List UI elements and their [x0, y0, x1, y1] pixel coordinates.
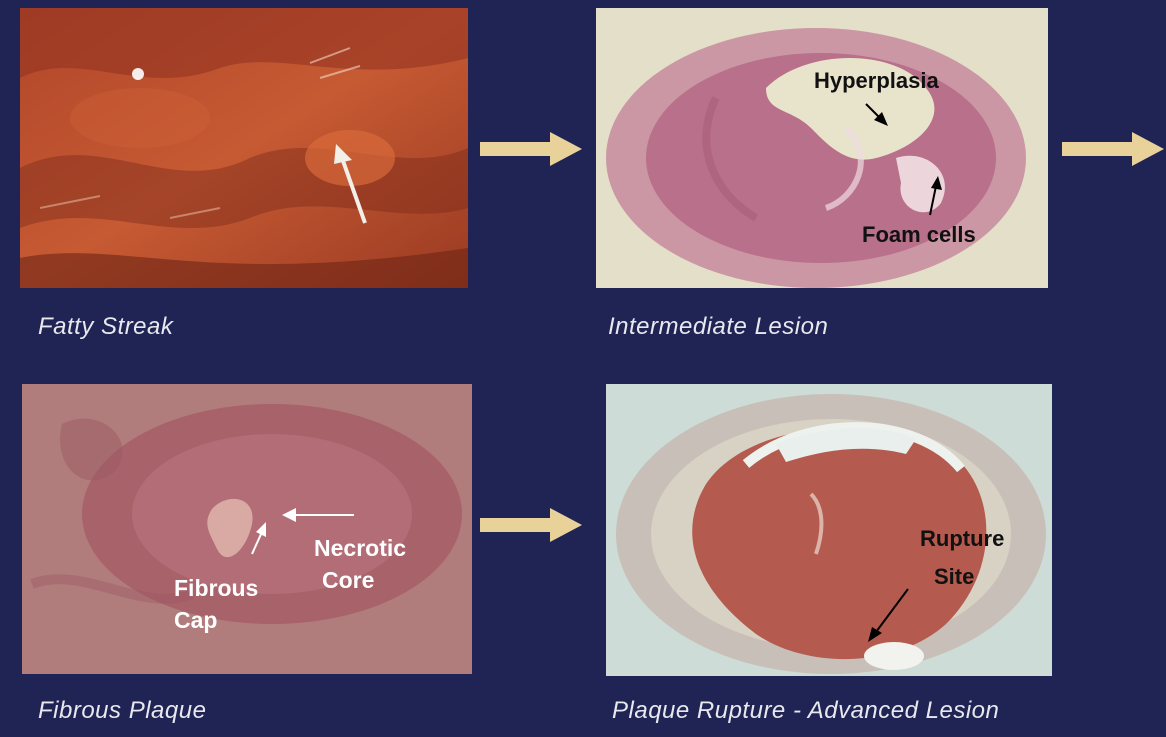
intermediate-lesion-image: Hyperplasia Foam cells [596, 8, 1048, 288]
right-arrow-icon [480, 508, 582, 542]
plaque-rupture-caption: Plaque Rupture - Advanced Lesion [612, 697, 999, 725]
right-arrow-icon [480, 132, 582, 166]
fibrous-label: Fibrous [174, 575, 258, 601]
plaque-rupture-image: Rupture Site [606, 384, 1052, 676]
fibrous-plaque-image: Necrotic Core Fibrous Cap [22, 384, 472, 674]
core-label: Core [322, 567, 374, 593]
site-label: Site [934, 564, 974, 589]
fatty-streak-image [20, 8, 468, 288]
necrotic-label: Necrotic [314, 535, 406, 561]
intermediate-lesion-caption: Intermediate Lesion [608, 313, 828, 341]
rupture-label: Rupture [920, 526, 1004, 551]
foam-cells-label: Foam cells [862, 222, 976, 247]
fatty-streak-caption: Fatty Streak [38, 313, 173, 341]
hyperplasia-label: Hyperplasia [814, 68, 939, 93]
fibrous-plaque-caption: Fibrous Plaque [38, 697, 206, 725]
cap-label: Cap [174, 607, 217, 633]
right-arrow-icon [1062, 132, 1164, 166]
